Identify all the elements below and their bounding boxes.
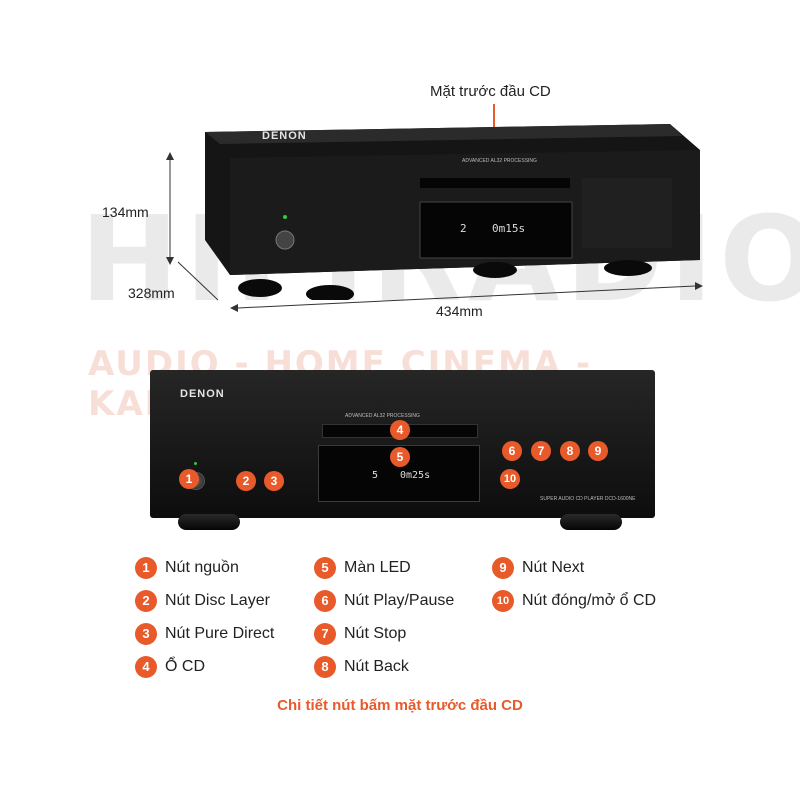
- legend-item: 10 Nút đóng/mở ổ CD: [492, 590, 656, 612]
- legend-number: 5: [314, 557, 336, 579]
- legend-label: Nút Stop: [344, 625, 407, 642]
- dimension-depth: 328mm: [128, 285, 175, 301]
- cd-player-perspective: [205, 124, 700, 300]
- legend-item: 4 Ổ CD: [135, 656, 205, 678]
- callout-badge-3: 3: [264, 471, 284, 491]
- legend-number: 4: [135, 656, 157, 678]
- legend-item: 5 Màn LED: [314, 557, 411, 579]
- callout-badge-2: 2: [236, 471, 256, 491]
- legend-label: Nút Next: [522, 559, 585, 576]
- legend-item: 1 Nút nguồn: [135, 557, 239, 579]
- legend-number: 7: [314, 623, 336, 645]
- caption: Chi tiết nút bấm mặt trước đầu CD: [277, 697, 523, 714]
- callout-badge-7: 7: [531, 441, 551, 461]
- legend-number: 8: [314, 656, 336, 678]
- front-model-label: SUPER AUDIO CD PLAYER DCD-1600NE: [540, 496, 636, 502]
- callout-badge-9: 9: [588, 441, 608, 461]
- front-foot-left: [178, 514, 240, 530]
- top-display-track: 2: [460, 222, 467, 235]
- callout-badge-4: 4: [390, 420, 410, 440]
- legend-number: 9: [492, 557, 514, 579]
- legend-label: Ổ CD: [165, 658, 205, 675]
- legend-item: 7 Nút Stop: [314, 623, 406, 645]
- legend-item: 9 Nút Next: [492, 557, 584, 579]
- callout-label: Mặt trước đầu CD: [430, 83, 551, 100]
- legend-number: 1: [135, 557, 157, 579]
- legend-label: Nút Back: [344, 658, 409, 675]
- front-display-track: 5: [372, 470, 379, 481]
- front-brand-logo: DENON: [180, 388, 225, 400]
- legend-number: 2: [135, 590, 157, 612]
- legend-label: Nút Disc Layer: [165, 592, 270, 609]
- dimension-width: 434mm: [436, 303, 483, 319]
- top-brand-logo: DENON: [262, 130, 307, 142]
- front-foot-right: [560, 514, 622, 530]
- power-indicator: [194, 462, 197, 465]
- legend-label: Màn LED: [344, 559, 411, 576]
- callout-badge-1: 1: [179, 469, 199, 489]
- callout-badge-10: 10: [500, 469, 520, 489]
- top-processing-label: ADVANCED AL32 PROCESSING: [462, 158, 537, 164]
- dimension-lines: [166, 152, 703, 312]
- legend-label: Nút đóng/mở ổ CD: [522, 592, 657, 609]
- legend-item: 6 Nút Play/Pause: [314, 590, 454, 612]
- front-processing-label: ADVANCED AL32 PROCESSING: [345, 413, 420, 419]
- legend-number: 10: [492, 590, 514, 612]
- callout-badge-5: 5: [390, 447, 410, 467]
- legend-label: Nút Play/Pause: [344, 592, 455, 609]
- legend-number: 3: [135, 623, 157, 645]
- legend-item: 2 Nút Disc Layer: [135, 590, 270, 612]
- top-display-time: 0m15s: [492, 222, 526, 235]
- callout-badge-8: 8: [560, 441, 580, 461]
- dimension-height: 134mm: [102, 204, 149, 220]
- legend-label: Nút nguồn: [165, 559, 239, 576]
- callout-badge-6: 6: [502, 441, 522, 461]
- legend-label: Nút Pure Direct: [165, 625, 275, 642]
- front-display-time: 0m25s: [400, 470, 431, 481]
- legend-item: 8 Nút Back: [314, 656, 409, 678]
- legend-item: 3 Nút Pure Direct: [135, 623, 274, 645]
- legend-number: 6: [314, 590, 336, 612]
